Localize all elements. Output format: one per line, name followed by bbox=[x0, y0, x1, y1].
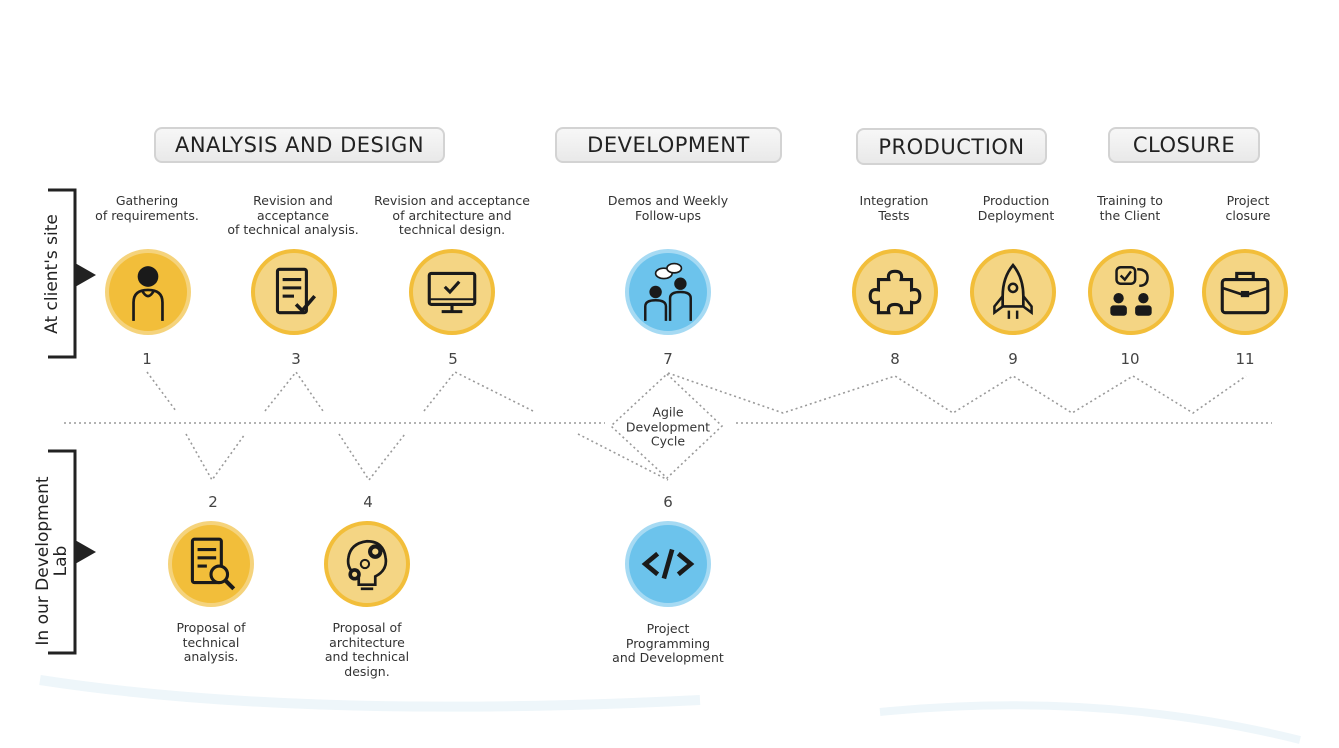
step-9-circle bbox=[970, 249, 1056, 335]
step-9-number: 9 bbox=[1008, 350, 1018, 368]
step-6-label: Project Programming and Development bbox=[612, 621, 724, 665]
step-8-label: Integration Tests bbox=[859, 193, 929, 223]
step-10-number: 10 bbox=[1120, 350, 1140, 368]
people-chat-icon bbox=[644, 262, 692, 321]
phase-development: DEVELOPMENT bbox=[555, 127, 782, 163]
step-6-circle bbox=[625, 521, 711, 607]
step-2-circle bbox=[168, 521, 254, 607]
rocket-icon bbox=[993, 263, 1033, 319]
step-2-label: Proposal of technical analysis. bbox=[176, 620, 246, 664]
step-7-circle bbox=[625, 249, 711, 335]
side-label-lab: In our Development Lab bbox=[33, 476, 71, 646]
monitor-check-icon bbox=[427, 271, 477, 314]
step-2-number: 2 bbox=[208, 493, 218, 511]
step-3-circle bbox=[251, 249, 337, 335]
step-8-circle bbox=[852, 249, 938, 335]
step-11-label: Project closure bbox=[1225, 193, 1271, 223]
code-icon bbox=[641, 548, 695, 580]
phase-analysis-design: ANALYSIS AND DESIGN bbox=[154, 127, 445, 163]
training-icon bbox=[1110, 265, 1152, 316]
step-5-circle bbox=[409, 249, 495, 335]
agile-cycle-label: Agile Development Cycle bbox=[625, 404, 711, 449]
client-bracket bbox=[48, 188, 96, 359]
step-4-label: Proposal of architecture and technical d… bbox=[324, 620, 410, 679]
step-6-number: 6 bbox=[663, 493, 673, 511]
step-7-label: Demos and Weekly Follow-ups bbox=[607, 193, 729, 223]
step-4-number: 4 bbox=[363, 493, 373, 511]
step-8-number: 8 bbox=[890, 350, 900, 368]
step-7-number: 7 bbox=[663, 350, 673, 368]
phase-closure: CLOSURE bbox=[1108, 127, 1260, 163]
step-1-number: 1 bbox=[142, 350, 152, 368]
person-icon bbox=[132, 266, 164, 321]
puzzle-icon bbox=[868, 269, 922, 315]
step-10-label: Training to the Client bbox=[1097, 193, 1163, 223]
step-5-number: 5 bbox=[448, 350, 458, 368]
lightbulb-gears-icon bbox=[346, 539, 388, 591]
document-search-icon bbox=[190, 537, 236, 591]
briefcase-icon bbox=[1220, 271, 1270, 315]
phase-production: PRODUCTION bbox=[856, 128, 1047, 165]
step-4-circle bbox=[324, 521, 410, 607]
document-check-icon bbox=[275, 267, 317, 315]
step-1-label: Gathering of requirements. bbox=[95, 193, 199, 223]
lab-bracket bbox=[48, 449, 96, 655]
step-10-circle bbox=[1088, 249, 1174, 335]
step-5-label: Revision and acceptance of architecture … bbox=[374, 193, 530, 237]
step-11-circle bbox=[1202, 249, 1288, 335]
step-3-label: Revision and acceptance of technical ana… bbox=[227, 193, 359, 237]
step-1-circle bbox=[105, 249, 191, 335]
step-11-number: 11 bbox=[1235, 350, 1255, 368]
step-3-number: 3 bbox=[291, 350, 301, 368]
step-9-label: Production Deployment bbox=[977, 193, 1055, 223]
